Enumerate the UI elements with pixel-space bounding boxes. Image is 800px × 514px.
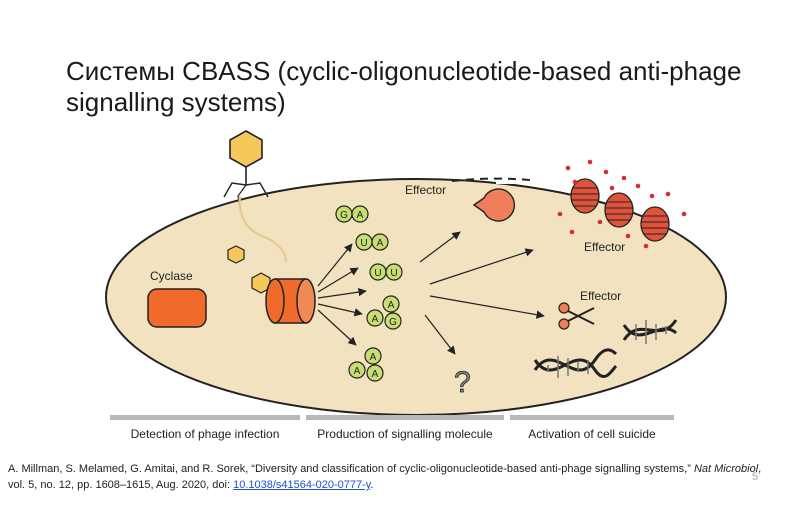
droplet bbox=[665, 191, 671, 197]
phage-protein-hexagon bbox=[227, 245, 245, 264]
nucleotide-circle bbox=[351, 205, 369, 223]
nucleotide-letter: U bbox=[360, 238, 367, 249]
citation-journal: Nat Microbiol bbox=[693, 463, 759, 475]
cyclase-label: Cyclase bbox=[150, 269, 193, 283]
nucleotide-letter: A bbox=[370, 352, 377, 363]
nucleotide-circle bbox=[382, 295, 400, 313]
unknown-effector-mark: ? bbox=[454, 366, 471, 399]
nucleotide-letter: A bbox=[377, 238, 384, 249]
nucleotide-circle bbox=[366, 364, 384, 382]
slide-title: Системы CBASS (cyclic-oligonucleotide-ba… bbox=[66, 56, 742, 117]
effector-protein-label: Effector bbox=[405, 183, 446, 197]
stage-bar-activation bbox=[510, 415, 674, 420]
cyclase-active bbox=[265, 278, 316, 324]
citation-details: , vol. 5, no. 12, pp. 1608–1615, Aug. 20… bbox=[8, 463, 762, 491]
droplet bbox=[625, 233, 631, 239]
droplet bbox=[649, 193, 655, 199]
cyclic-nucleotide-4: AAG bbox=[366, 295, 402, 330]
droplet bbox=[643, 243, 649, 249]
droplet bbox=[621, 175, 627, 181]
nucleotide-circle bbox=[348, 361, 366, 379]
droplet bbox=[587, 159, 593, 165]
nucleotide-letter: A bbox=[388, 300, 395, 311]
nucleotide-letter: A bbox=[354, 366, 361, 377]
nucleotide-circle bbox=[371, 233, 389, 251]
phage-protein-hexagon bbox=[251, 272, 271, 294]
membrane-gap bbox=[496, 174, 582, 184]
membrane-pores bbox=[570, 178, 670, 242]
citation-authors-title: A. Millman, S. Melamed, G. Amitai, and R… bbox=[8, 463, 694, 475]
nucleotide-letter: A bbox=[357, 210, 364, 221]
effector-nuclease-label: Effector bbox=[580, 289, 621, 303]
effector-membrane-label: Effector bbox=[584, 240, 625, 254]
droplet bbox=[557, 211, 563, 217]
injected-phage-dna bbox=[238, 195, 288, 263]
pore-icon bbox=[604, 192, 634, 228]
cyclase-inactive bbox=[147, 288, 207, 328]
nucleotide-circle bbox=[366, 309, 384, 327]
cyclic-nucleotide-5: AAA bbox=[348, 347, 384, 382]
page-number: 5 bbox=[752, 471, 759, 483]
effector-protein bbox=[472, 188, 516, 222]
nucleotide-letter: U bbox=[390, 268, 397, 279]
nucleotide-circle bbox=[384, 312, 402, 330]
stage-label-detection: Detection of phage infection bbox=[131, 427, 280, 441]
droplet bbox=[569, 229, 575, 235]
cut-dna-icon bbox=[533, 319, 678, 378]
stage-bar-detection bbox=[110, 415, 300, 420]
droplet bbox=[603, 169, 609, 175]
nucleotide-circle bbox=[385, 263, 403, 281]
citation-end: . bbox=[370, 479, 374, 491]
activation-arrows bbox=[419, 231, 545, 355]
stage-label-production: Production of signalling molecule bbox=[317, 427, 493, 441]
citation-doi-link[interactable]: 10.1038/s41564-020-0777-y bbox=[233, 479, 371, 491]
droplet bbox=[635, 183, 641, 189]
nucleotide-circle bbox=[364, 347, 382, 365]
nucleotide-letter: U bbox=[374, 268, 381, 279]
nucleotide-letter: A bbox=[372, 314, 379, 325]
stage-bar-production bbox=[306, 415, 504, 420]
scissors-icon bbox=[558, 302, 595, 330]
nucleotide-letter: G bbox=[389, 317, 397, 328]
nucleotide-letter: A bbox=[372, 369, 379, 380]
droplet bbox=[572, 179, 578, 185]
stage-label-activation: Activation of cell suicide bbox=[528, 427, 656, 441]
pore-icon bbox=[570, 178, 600, 214]
droplet bbox=[609, 185, 615, 191]
phage-icon bbox=[223, 130, 269, 209]
citation: A. Millman, S. Melamed, G. Amitai, and R… bbox=[8, 461, 778, 493]
production-arrows bbox=[317, 243, 367, 346]
leaking-droplets bbox=[557, 159, 687, 249]
droplet bbox=[597, 219, 603, 225]
nucleotide-letter: G bbox=[340, 210, 348, 221]
droplet bbox=[565, 165, 571, 171]
pore-icon bbox=[640, 206, 670, 242]
droplet bbox=[681, 211, 687, 217]
